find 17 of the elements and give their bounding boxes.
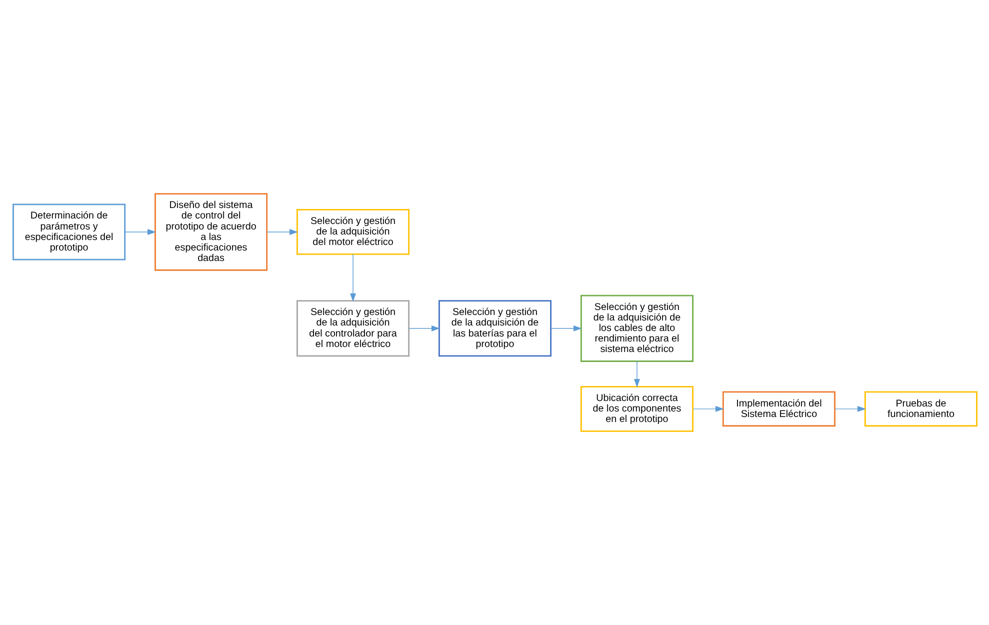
- arrow: [550, 325, 582, 332]
- arrow: [692, 406, 724, 412]
- arrow: [634, 360, 640, 388]
- node-box: Implementación del Sistema Eléctrico: [722, 391, 835, 427]
- node-box: Diseño del sistema de control del prototipo de acuerdo a las especificaciones dadas: [154, 193, 268, 271]
- node-box: Ubicación correcta de los componentes en el prototipo: [580, 386, 693, 432]
- node-box: Selección y gestión de la adquisición del motor eléctrico: [296, 209, 410, 255]
- arrow: [350, 254, 356, 302]
- node-box: Selección y gestión de la adquisición del controlador para el motor eléctrico: [296, 300, 410, 357]
- arrow: [834, 406, 866, 412]
- arrow: [408, 325, 440, 332]
- arrow: [266, 229, 298, 235]
- node-box: Selección y gestión de la adquisición de las baterías para el prototipo: [438, 300, 552, 357]
- node-box: Selección y gestión de la adquisición de los cables de alto rendimiento para el sistema eléctrico: [580, 294, 693, 362]
- arrow: [124, 229, 156, 235]
- node-box: Pruebas de funcionamiento: [864, 391, 977, 427]
- node-box: Determinación de parámetros y especificaciones del prototipo: [12, 204, 126, 260]
